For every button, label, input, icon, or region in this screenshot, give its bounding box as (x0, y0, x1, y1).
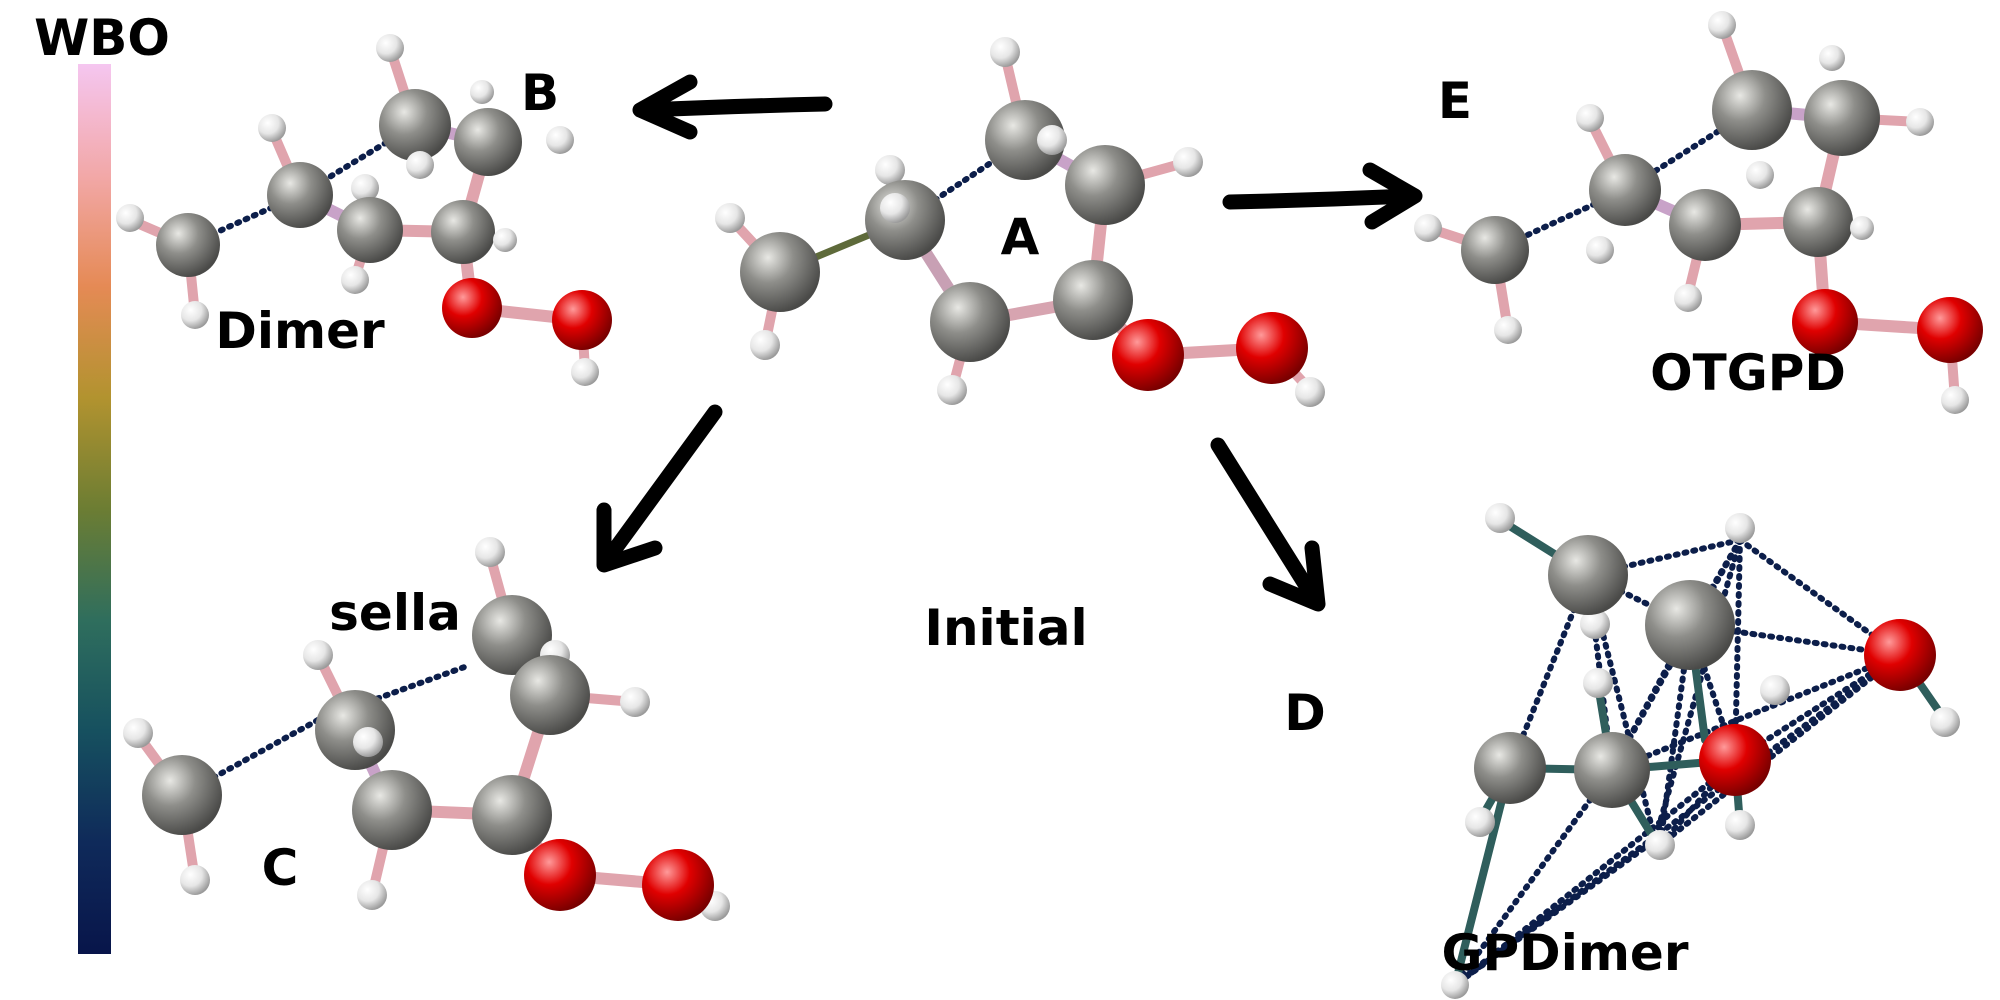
label-c: C (262, 839, 299, 897)
label-dimer: Dimer (215, 302, 385, 360)
label-a: A (1001, 208, 1040, 266)
molecule-a: A Initial (715, 37, 1325, 657)
molecule-c: sella C (123, 537, 730, 921)
colorbar-strip (78, 64, 111, 954)
label-b: B (521, 64, 559, 122)
label-e: E (1438, 72, 1472, 130)
label-initial: Initial (924, 599, 1087, 657)
arrow-to-b (632, 74, 833, 140)
molecule-e: E OTGPD (1414, 11, 1983, 414)
arrow-to-e (1222, 162, 1423, 230)
colorbar-title: WBO (34, 9, 170, 67)
arrow-to-d (1210, 437, 1326, 612)
molecule-d: D GPDimer (1284, 503, 1960, 999)
arrow-to-c (596, 404, 723, 573)
arrows (596, 74, 1423, 612)
colorbar: WBO (34, 9, 170, 954)
label-sella: sella (329, 584, 461, 642)
label-d: D (1284, 684, 1326, 742)
label-otgpd: OTGPD (1650, 344, 1846, 402)
molecule-b: B Dimer (116, 34, 612, 386)
label-gpdimer: GPDimer (1442, 924, 1689, 982)
